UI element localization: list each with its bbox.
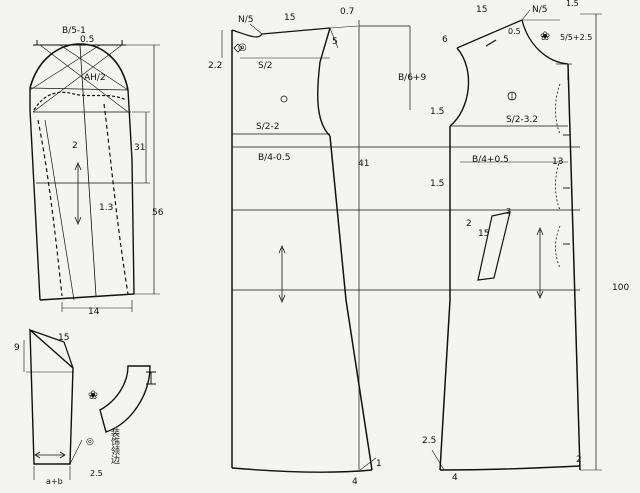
back-bodice-pattern bbox=[221, 20, 580, 473]
back-neck-label: N/5 bbox=[238, 15, 254, 25]
front-pocket bbox=[477, 211, 511, 281]
back-armhole bbox=[317, 27, 331, 137]
total-length-label: 100 bbox=[612, 283, 629, 293]
front-pocket-top-label: 3 bbox=[506, 207, 511, 216]
collar-height-label: 9 bbox=[14, 343, 20, 353]
sleeve-underarm-seam bbox=[29, 109, 41, 301]
front-ease-label: 1.5 bbox=[566, 0, 579, 8]
front-shoulder-label: 15 bbox=[476, 5, 487, 15]
front-neck-curve bbox=[521, 19, 569, 65]
front-neck-depth-label: 0.5 bbox=[508, 27, 521, 36]
front-neck-label: N/5 bbox=[532, 5, 548, 15]
sleeve-elbow-label: 31 bbox=[134, 143, 145, 153]
sleeve-pattern bbox=[29, 40, 160, 312]
front-pocket-offset-label: 2 bbox=[466, 219, 472, 229]
back-hem-drop-label: 4 bbox=[352, 477, 358, 487]
back-hem bbox=[231, 467, 373, 473]
sleeve-dart-label: 2 bbox=[72, 141, 78, 151]
back-neck-drop-label: 2.2 bbox=[208, 61, 222, 71]
front-center-line bbox=[567, 63, 581, 471]
back-bust-label: B/4-0.5 bbox=[258, 153, 291, 163]
front-pocket-length-label: 15 bbox=[478, 229, 489, 239]
front-bodice-pattern bbox=[359, 9, 602, 471]
sleeve-cap bbox=[29, 43, 129, 91]
flower-symbol: ❀ bbox=[88, 388, 98, 402]
flower-symbol: ❀ bbox=[540, 29, 550, 43]
front-button-gap-label: 13 bbox=[552, 157, 563, 167]
collar-bottom-a-label: a+b bbox=[46, 477, 63, 486]
front-hem-side-label: 2 bbox=[576, 455, 582, 465]
front-shoulder bbox=[456, 19, 523, 49]
back-shoulder-half-label: S/2 bbox=[258, 61, 272, 71]
collar-trim-label: 装饰领边 bbox=[109, 427, 120, 465]
collar-bottom-b-label: 2.5 bbox=[90, 469, 103, 478]
front-hem bbox=[439, 465, 581, 471]
circle-symbol: ◎ bbox=[86, 437, 94, 447]
back-shoulder bbox=[261, 27, 331, 35]
collar-pattern bbox=[23, 328, 156, 480]
back-shoulder-label: 15 bbox=[284, 13, 295, 23]
decorative-collar-trim bbox=[99, 365, 151, 433]
back-notch-circle bbox=[280, 95, 288, 103]
collar-top-label: 15 bbox=[58, 333, 69, 343]
front-armhole bbox=[449, 47, 470, 127]
sleeve-length-label: 56 bbox=[152, 208, 164, 218]
circle-symbol: ◎ bbox=[238, 42, 247, 53]
front-pocket-ease-label: 1.5 bbox=[430, 179, 444, 189]
sleeve-hem bbox=[39, 293, 135, 301]
front-armhole-depth-label: B/6+9 bbox=[398, 73, 426, 83]
front-armhole-ease-label: 1.5 bbox=[430, 107, 444, 117]
front-bust-label: B/4+0.5 bbox=[472, 155, 509, 165]
front-neck-width-label: 5/5+2.5 bbox=[560, 33, 592, 42]
back-hem-rise-label: 1 bbox=[376, 459, 382, 469]
sleeve-back-seam bbox=[127, 89, 135, 295]
back-neck-curve bbox=[231, 29, 263, 38]
sleeve-armhole-label: AH/2 bbox=[84, 73, 106, 83]
front-hem-drop-label: 4 bbox=[452, 473, 458, 483]
back-shoulder-slope-label: 0.7 bbox=[340, 7, 354, 17]
front-side-seam bbox=[439, 126, 451, 471]
front-hem-rise-label: 2.5 bbox=[422, 436, 436, 446]
front-cross-label: S/2-3.2 bbox=[506, 115, 538, 125]
back-waist-length-label: 41 bbox=[358, 159, 369, 169]
sleeve-cap-offset-label: 0.5 bbox=[80, 35, 94, 45]
sleeve-cuff-label: 14 bbox=[88, 307, 100, 317]
back-cross-label: S/2-2 bbox=[256, 122, 279, 132]
front-shoulder-drop-label: 6 bbox=[442, 35, 448, 45]
sleeve-top-width-label: B/5-1 bbox=[62, 26, 86, 36]
sleeve-cuff-ease-label: 1.3 bbox=[99, 203, 113, 213]
back-shoulder-drop-label: 5 bbox=[332, 37, 338, 47]
back-side-seam bbox=[329, 135, 373, 471]
sleeve-center-line bbox=[79, 44, 97, 297]
